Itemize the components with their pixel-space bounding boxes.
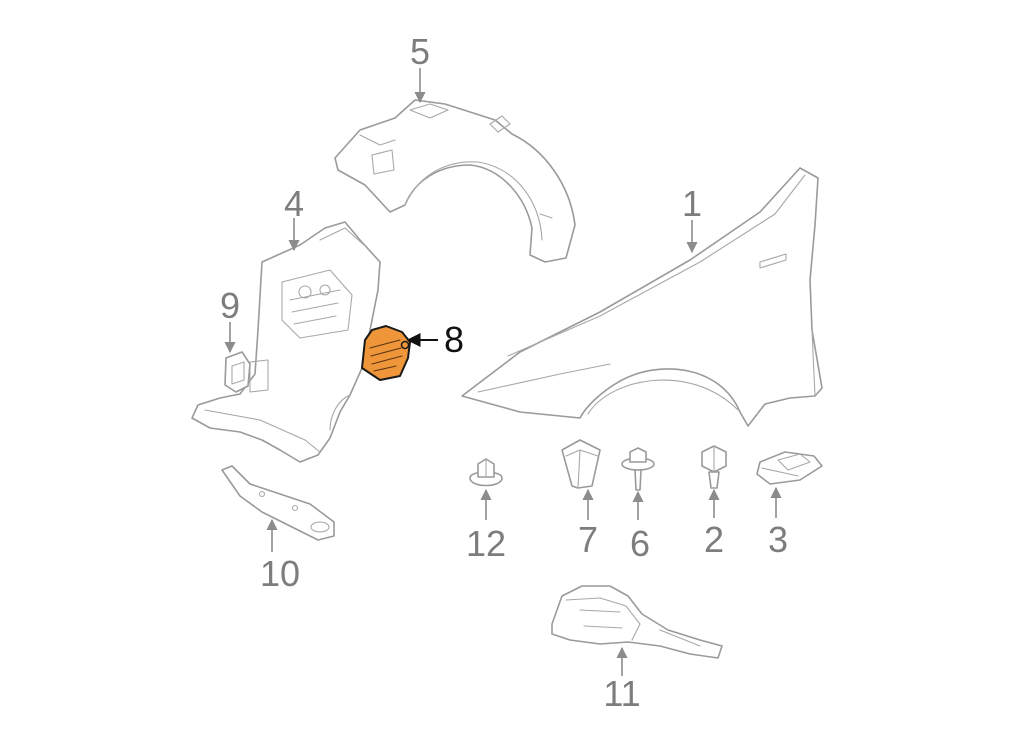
callout-2: 2 [704, 519, 724, 560]
callout-1: 1 [682, 183, 702, 224]
part-12-nut[interactable] [469, 458, 503, 487]
callout-8: 8 [444, 319, 464, 360]
callout-7: 7 [578, 519, 598, 560]
part-4-wheel-housing-liner[interactable] [191, 221, 381, 463]
part-3-clip-nut[interactable] [756, 451, 823, 485]
callout-9: 9 [220, 285, 240, 326]
part-5-wheel-arch-liner[interactable] [334, 99, 576, 263]
callout-6: 6 [630, 523, 650, 564]
part-2-bolt[interactable] [701, 445, 727, 489]
part-11-lower-shield[interactable] [551, 585, 723, 659]
part-1-fender[interactable] [461, 167, 823, 427]
callout-5: 5 [410, 31, 430, 72]
part-8-highlighted[interactable] [361, 325, 411, 381]
callout-11: 11 [603, 673, 640, 714]
part-6-screw[interactable] [621, 447, 655, 491]
callout-4: 4 [284, 183, 304, 224]
part-10-strip[interactable] [221, 465, 335, 541]
part-9-bracket[interactable] [224, 351, 251, 393]
callout-3: 3 [768, 519, 788, 560]
callout-10: 10 [260, 553, 300, 594]
callout-12: 12 [466, 523, 506, 564]
part-7-clip[interactable] [561, 439, 601, 489]
